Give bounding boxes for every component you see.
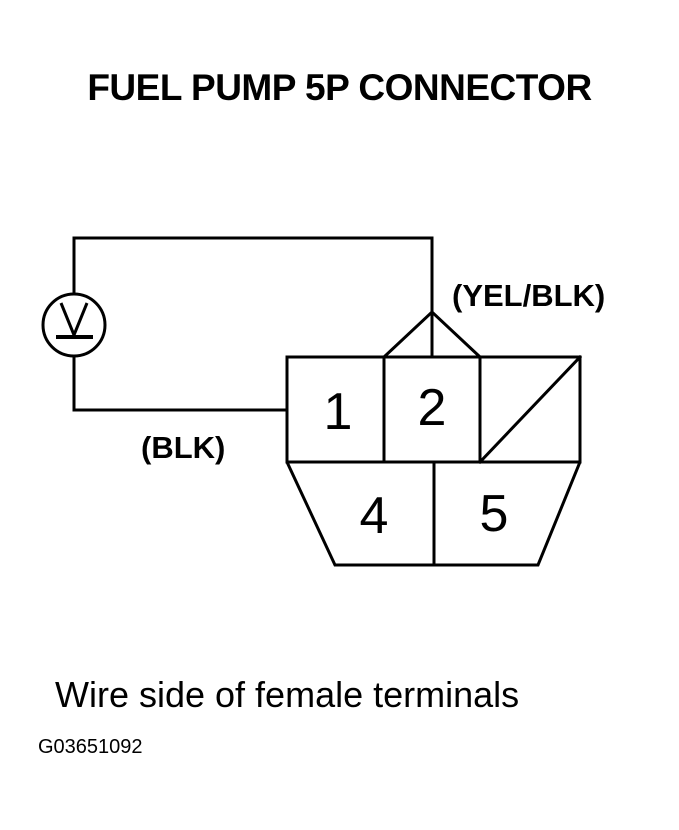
wire-yel-blk [72, 236, 434, 359]
figure-code: G03651092 [38, 736, 143, 758]
pin-4-label: 4 [359, 487, 389, 545]
wire-blk [72, 353, 289, 412]
empty-cavity-slash [477, 354, 583, 465]
diagram-caption: Wire side of female terminals [55, 674, 520, 715]
connector-latch [381, 309, 483, 360]
wire-label-yel-blk: (YEL/BLK) [452, 278, 606, 313]
wire-label-blk: (BLK) [141, 430, 226, 465]
pin-5-label: 5 [479, 485, 509, 543]
pin-2-label: 2 [417, 379, 447, 437]
voltmeter-icon [41, 292, 107, 358]
pin-1-label: 1 [323, 383, 353, 441]
diagram-title: FUEL PUMP 5P CONNECTOR [87, 67, 592, 108]
